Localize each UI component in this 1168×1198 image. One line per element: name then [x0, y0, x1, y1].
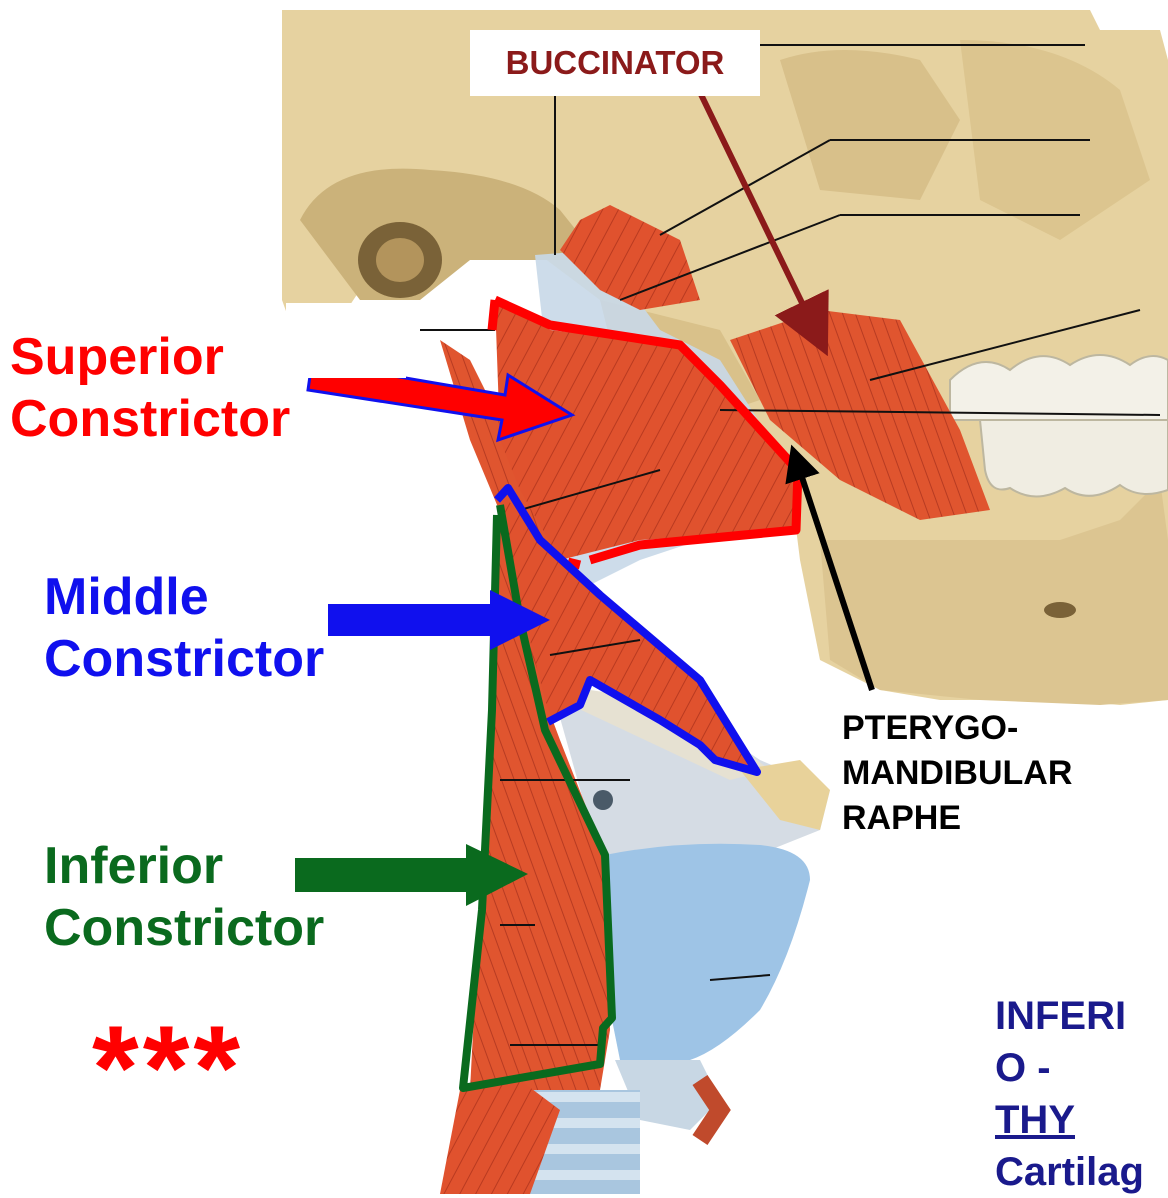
note-thyroid-link[interactable]: THY	[995, 1098, 1075, 1142]
middle-constrictor-label: Middle Constrictor	[44, 566, 324, 690]
pterygomandibular-raphe-label: PTERYGO- MANDIBULAR RAPHE	[842, 706, 1072, 841]
superior-constrictor-label: Superior Constrictor	[10, 326, 290, 450]
note-line2: O - THY	[995, 1042, 1144, 1146]
label-backdrop	[286, 303, 406, 378]
note-line2-prefix: O -	[995, 1042, 1144, 1094]
raphe-label-line2: MANDIBULAR	[842, 751, 1072, 796]
note-line3: Cartilag	[995, 1146, 1144, 1198]
inferior-label-line2: Constrictor	[44, 897, 324, 959]
middle-label-line1: Middle	[44, 566, 324, 628]
note-line1: INFERI	[995, 990, 1144, 1042]
middle-label-line2: Constrictor	[44, 628, 324, 690]
superior-label-line2: Constrictor	[10, 388, 290, 450]
superior-label-line1: Superior	[10, 326, 290, 388]
emphasis-stars: ***	[92, 1008, 244, 1128]
inferior-constrictor-label: Inferior Constrictor	[44, 835, 324, 959]
raphe-label-line3: RAPHE	[842, 796, 1072, 841]
inferior-label-line1: Inferior	[44, 835, 324, 897]
buccinator-label: BUCCINATOR	[470, 30, 760, 96]
inferior-origin-note: INFERI O - THY Cartilag	[995, 990, 1144, 1198]
raphe-label-line1: PTERYGO-	[842, 706, 1072, 751]
